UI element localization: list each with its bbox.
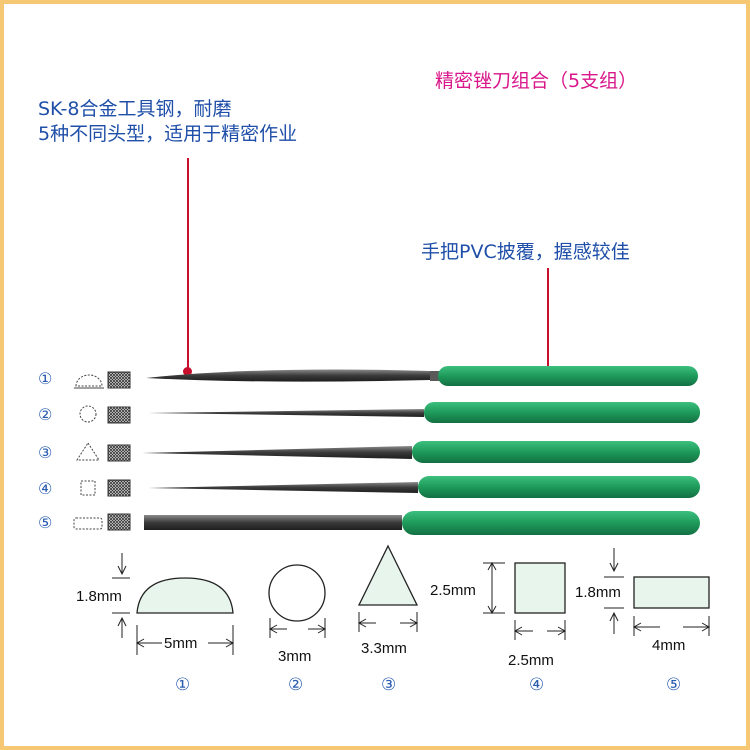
file-1-texture-icon — [107, 371, 131, 389]
section-4-width-label: 2.5mm — [508, 652, 554, 669]
file-4-cross-section-icon — [80, 480, 96, 496]
section-2-diagram — [268, 564, 327, 638]
section-4-height-label: 2.5mm — [430, 582, 476, 599]
file-1-marker: ① — [38, 369, 53, 388]
steel-leader-line — [187, 158, 189, 370]
file-5-blade — [144, 515, 402, 530]
file-2-cross-section-icon — [79, 405, 97, 423]
steel-note: SK-8合金工具钢，耐磨 5种不同头型，适用于精密作业 — [38, 97, 297, 147]
file-5-handle — [402, 511, 700, 535]
file-4-marker: ④ — [38, 479, 53, 498]
file-4-texture-icon — [107, 479, 131, 497]
section-2-width-label: 3mm — [278, 648, 312, 665]
section-3-width-label: 3.3mm — [361, 640, 407, 657]
file-1-ferrule — [430, 371, 444, 381]
section-5-marker: ⑤ — [666, 675, 682, 695]
file-1-cross-section-icon — [74, 374, 104, 389]
file-3-handle — [412, 441, 700, 463]
file-5-marker: ⑤ — [38, 513, 53, 532]
file-1-handle — [438, 366, 698, 386]
handle-leader-line — [547, 268, 549, 372]
section-5-height-label: 1.8mm — [575, 584, 621, 601]
file-3-cross-section-icon — [76, 442, 100, 461]
section-5-width-label: 4mm — [652, 637, 686, 654]
section-1-diagram — [112, 553, 235, 655]
section-4-marker: ④ — [529, 675, 545, 695]
file-2-texture-icon — [107, 406, 131, 424]
product-title: 精密锉刀组合（5支组） — [435, 70, 638, 92]
section-1-height-label: 1.8mm — [76, 588, 122, 605]
file-3-blade — [142, 446, 412, 459]
handle-note: 手把PVC披覆，握感较佳 — [421, 241, 630, 263]
file-4-handle — [418, 476, 700, 498]
steel-note-line-1: SK-8合金工具钢，耐磨 — [38, 98, 232, 120]
file-2-marker: ② — [38, 405, 53, 424]
steel-note-line-2: 5种不同头型，适用于精密作业 — [38, 123, 298, 145]
section-2-marker: ② — [288, 675, 304, 695]
section-3-marker: ③ — [381, 675, 397, 695]
section-4-diagram — [483, 561, 567, 640]
file-5-texture-icon — [107, 513, 131, 531]
steel-leader-dot — [183, 367, 192, 376]
file-2-handle — [424, 402, 700, 423]
section-5-diagram — [604, 548, 711, 636]
file-1-blade — [146, 369, 430, 382]
section-3-diagram — [357, 544, 419, 632]
section-1-width-label: 5mm — [164, 635, 198, 652]
file-3-texture-icon — [107, 444, 131, 462]
file-3-marker: ③ — [38, 443, 53, 462]
file-2-blade — [148, 409, 424, 417]
section-1-marker: ① — [175, 675, 191, 695]
file-5-cross-section-icon — [73, 517, 103, 530]
file-4-blade — [148, 482, 418, 493]
